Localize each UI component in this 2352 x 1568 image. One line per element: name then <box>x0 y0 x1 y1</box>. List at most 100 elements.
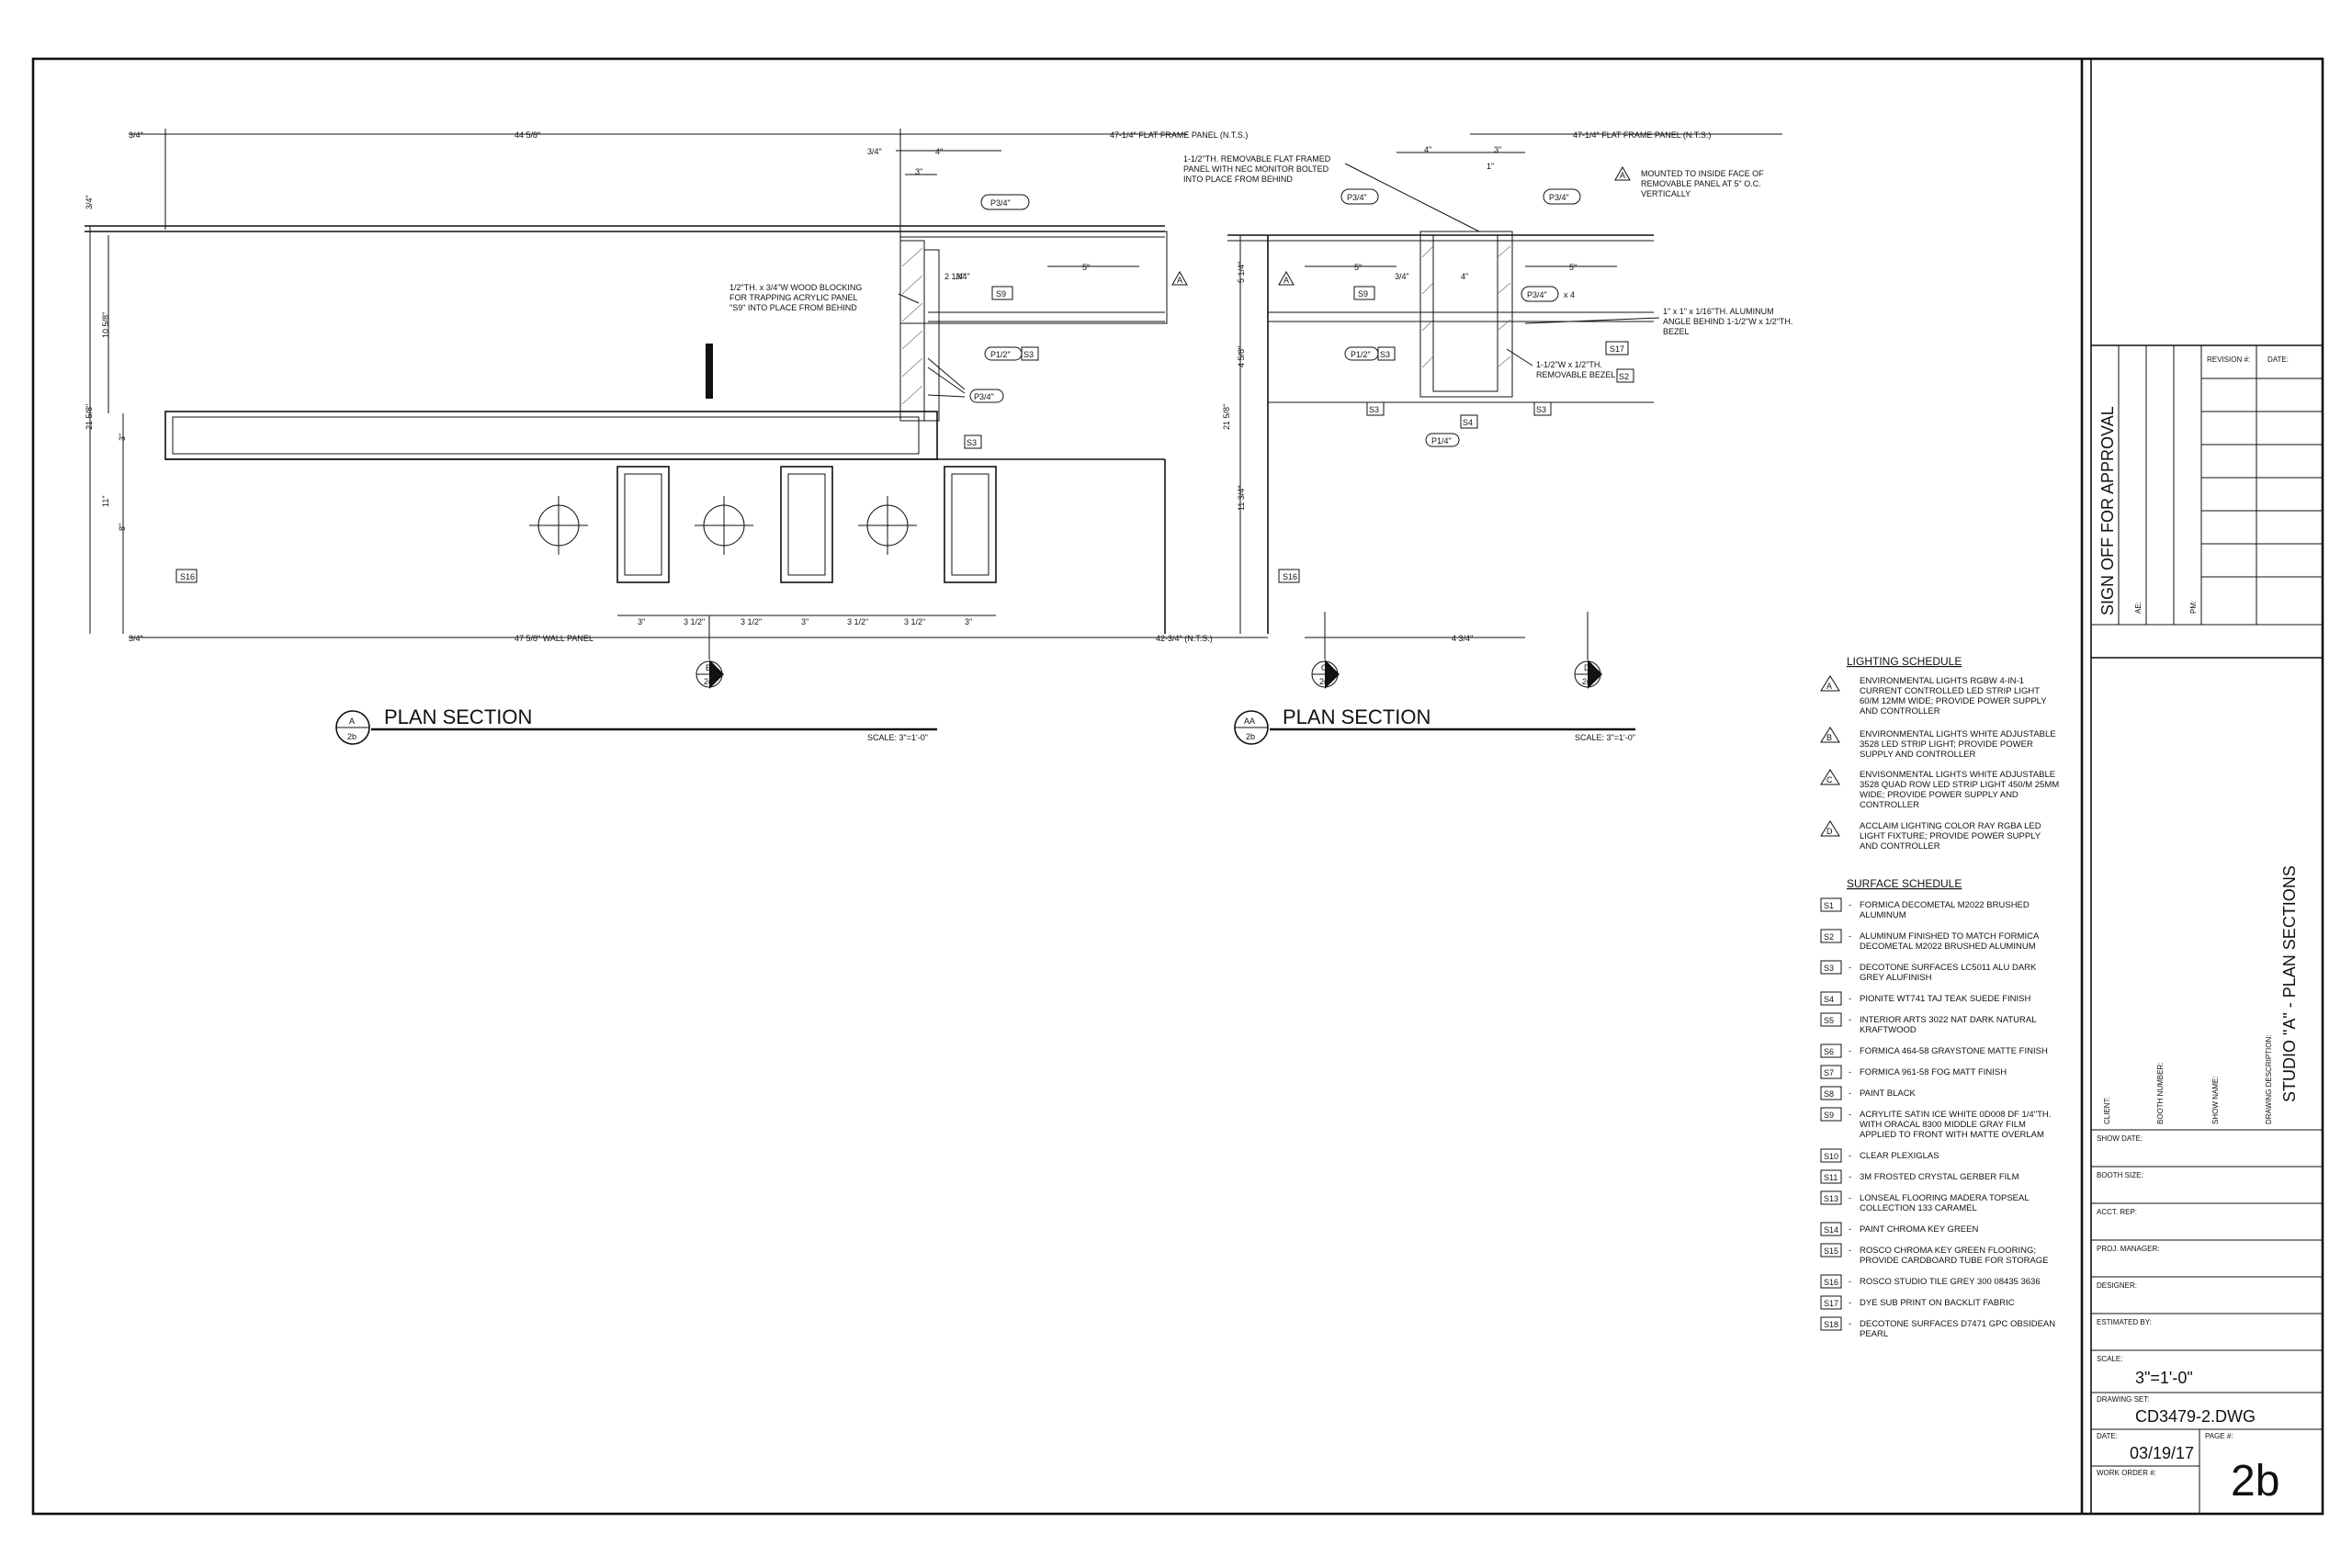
section-a-title: PLAN SECTION <box>384 705 532 728</box>
surface-schedule-title: SURFACE SCHEDULE <box>1847 877 1962 890</box>
surface-desc-line: ROSCO CHROMA KEY GREEN FLOORING; <box>1860 1246 2036 1256</box>
surface-code: S9 <box>1824 1111 1834 1120</box>
dim-3-b3: 3" <box>965 617 972 626</box>
scale-value: 3"=1'-0" <box>2135 1369 2193 1387</box>
revision-date-label: DATE: <box>2267 355 2289 364</box>
dim-wall-panel: 47 5/8" WALL PANEL <box>514 634 594 643</box>
svg-text:-: - <box>1849 1277 1851 1287</box>
tag-p34-b3: P3/4" <box>1527 290 1547 299</box>
svg-text:-: - <box>1849 1151 1851 1161</box>
surface-desc-line: ROSCO STUDIO TILE GREY 300 08435 3636 <box>1860 1277 2041 1287</box>
surface-code: S7 <box>1824 1068 1834 1077</box>
title-block: SIGN OFF FOR APPROVAL AE: PM: REVISION #… <box>2091 344 2323 1514</box>
dim-4-c: 4" <box>1461 272 1468 281</box>
svg-text:-: - <box>1849 1319 1851 1329</box>
svg-text:-: - <box>1849 1110 1851 1120</box>
section-b-sheet: 2d <box>704 677 713 686</box>
work-order-label: WORK ORDER #: <box>2097 1469 2156 1477</box>
lighting-item-b: B ENVIRONMENTAL LIGHTS WHITE ADJUSTABLE … <box>1820 727 2056 760</box>
lighting-item-c: C ENVISONMENTAL LIGHTS WHITE ADJUSTABLE … <box>1820 769 2062 810</box>
surface-desc-line: DYE SUB PRINT ON BACKLIT FABRIC <box>1860 1298 2015 1308</box>
plan-section-a: 3/4" 44 5/8" 47-1/4" FLAT FRAME PANEL (N… <box>85 129 1268 745</box>
surface-desc-line: WITH ORACAL 8300 MIDDLE GRAY FILM <box>1860 1120 2026 1130</box>
dim-4-a: 4" <box>935 147 943 156</box>
dim-312-2: 3 1/2" <box>741 617 762 626</box>
dim-312-3: 3 1/2" <box>847 617 868 626</box>
dim-1134: 11 3/4" <box>1237 485 1246 511</box>
surface-item: S1-FORMICA DECOMETAL M2022 BRUSHEDALUMIN… <box>1820 897 2030 920</box>
surface-desc-line: DECOMETAL M2022 BRUSHED ALUMINUM <box>1860 942 2036 952</box>
booth-number-label: BOOTH NUMBER: <box>2156 1062 2165 1124</box>
surface-item: S16-ROSCO STUDIO TILE GREY 300 08435 363… <box>1820 1274 2041 1289</box>
pm-label: PM: <box>2189 601 2198 614</box>
section-aa-marker: AA <box>1244 716 1255 726</box>
surface-desc-line: DECOTONE SURFACES D7471 GPC OBSIDEAN <box>1860 1319 2055 1329</box>
surface-item: S6-FORMICA 464-58 GRAYSTONE MATTE FINISH <box>1820 1043 2048 1058</box>
surface-desc-line: FORMICA DECOMETAL M2022 BRUSHED <box>1860 900 2030 910</box>
tag-s3-b1: S3 <box>1380 350 1390 359</box>
dim-11-left: 11" <box>101 495 110 507</box>
drawing-set-value: CD3479-2.DWG <box>2135 1407 2256 1426</box>
signoff-label: SIGN OFF FOR APPROVAL <box>2098 406 2117 615</box>
svg-text:-: - <box>1849 900 1851 910</box>
dim-514: 5 1/4" <box>1237 262 1246 283</box>
surface-desc-line: CLEAR PLEXIGLAS <box>1860 1151 1939 1161</box>
lighting-code-c: C <box>1826 775 1833 784</box>
note-wood-blocking: 1/2"TH. x 3/4"W WOOD BLOCKING FOR TRAPPI… <box>729 283 865 312</box>
tag-s2: S2 <box>1619 372 1629 381</box>
tag-p34-a2: P3/4" <box>974 392 994 401</box>
note-removable-panel: 1-1/2"TH. REMOVABLE FLAT FRAMED PANEL WI… <box>1183 154 1333 184</box>
surface-desc-line: LONSEAL FLOORING MADERA TOPSEAL <box>1860 1193 2030 1203</box>
dim-3-c: 3" <box>1494 145 1501 154</box>
date-label: DATE: <box>2097 1432 2118 1440</box>
dim-458: 4 5/8" <box>1237 346 1246 367</box>
tag-s3-a1: S3 <box>1023 350 1034 359</box>
surface-code: S6 <box>1824 1047 1834 1056</box>
title-plan-section-aa: AA 2b PLAN SECTION SCALE: 3"=1'-0" <box>1234 705 1635 745</box>
surface-desc-line: PROVIDE CARDBOARD TUBE FOR STORAGE <box>1860 1256 2049 1266</box>
dim-34-b: 3/4" <box>956 272 970 281</box>
tag-s16-b: S16 <box>1283 572 1297 581</box>
dim-3-b2: 3" <box>801 617 808 626</box>
dim-214: 2 1/4" <box>944 272 966 281</box>
lighting-desc-d: ACCLAIM LIGHTING COLOR RAY RGBA LED LIGH… <box>1860 821 2043 852</box>
surface-desc-line: PAINT BLACK <box>1860 1089 1917 1099</box>
section-marker-c: C 2d <box>1311 612 1340 689</box>
dim-flat-right: 47-1/4" FLAT FRAME PANEL (N.T.S.) <box>1573 130 1711 140</box>
section-a-sheet: 2b <box>347 732 356 741</box>
surface-item: S7-FORMICA 961-58 FOG MATT FINISH <box>1820 1065 2007 1079</box>
surface-desc-line: PIONITE WT741 TAJ TEAK SUEDE FINISH <box>1860 994 2030 1004</box>
surface-item: S18-DECOTONE SURFACES D7471 GPC OBSIDEAN… <box>1820 1316 2055 1339</box>
dim-312-1: 3 1/2" <box>684 617 705 626</box>
tag-s17: S17 <box>1610 344 1624 354</box>
dim-3-left: 3" <box>118 434 127 441</box>
surface-desc-line: ALUMINUM <box>1860 910 1906 920</box>
svg-text:-: - <box>1849 931 1851 942</box>
dim-3-b1: 3" <box>638 617 645 626</box>
tag-p12-a: P1/2" <box>990 350 1011 359</box>
plan-section-aa: 47-1/4" FLAT FRAME PANEL (N.T.S.) 4" 3" … <box>1183 130 1792 745</box>
dim-left-34: 3/4" <box>85 195 94 209</box>
lighting-desc-c: ENVISONMENTAL LIGHTS WHITE ADJUSTABLE 35… <box>1860 770 2062 810</box>
scale-label: SCALE: <box>2097 1355 2122 1363</box>
lighting-desc-a: ENVIRONMENTAL LIGHTS RGBW 4-IN-1 CURRENT… <box>1860 676 2049 716</box>
dim-8-left: 8" <box>118 524 127 531</box>
svg-text:-: - <box>1849 1298 1851 1308</box>
dim-5-b: 5" <box>1354 263 1362 272</box>
lighting-code-d: D <box>1826 827 1833 836</box>
page-value: 2b <box>2231 1457 2279 1506</box>
surface-schedule: SURFACE SCHEDULE S1-FORMICA DECOMETAL M2… <box>1820 877 2055 1339</box>
note-mounted: MOUNTED TO INSIDE FACE OF REMOVABLE PANE… <box>1641 169 1766 198</box>
svg-text:-: - <box>1849 1246 1851 1256</box>
section-marker-b: B 2d <box>695 615 724 689</box>
date-value: 03/19/17 <box>2130 1444 2194 1462</box>
booth-size-label: BOOTH SIZE: <box>2097 1171 2143 1179</box>
surface-desc-line: ALUMINUM FINISHED TO MATCH FORMICA <box>1860 931 2040 942</box>
bracket-mark <box>706 344 713 399</box>
lighting-code-b: B <box>1826 733 1832 742</box>
surface-desc-line: ACRYLITE SATIN ICE WHITE 0D008 DF 1/4"TH… <box>1860 1110 2051 1120</box>
section-c-letter: C <box>1321 663 1328 672</box>
surface-item: S8-PAINT BLACK <box>1820 1086 1917 1100</box>
surface-item: S10-CLEAR PLEXIGLAS <box>1820 1148 1939 1163</box>
